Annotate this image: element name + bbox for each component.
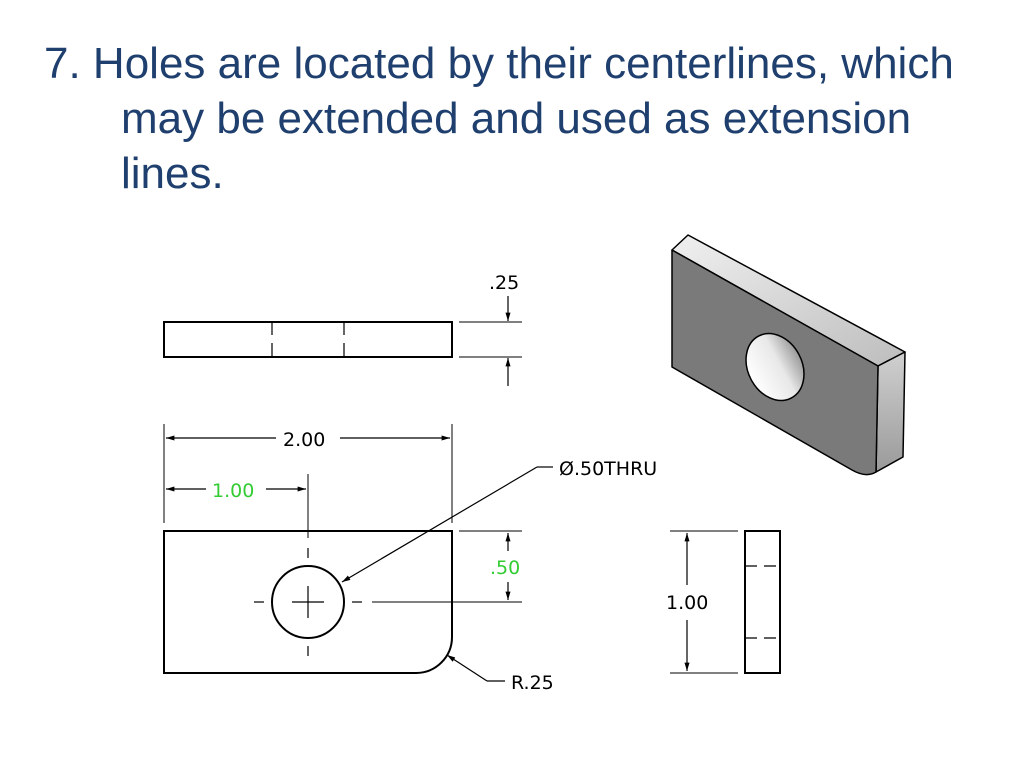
corner-radius-dimension: R.25 xyxy=(511,672,554,694)
hole-y-dimension-lines xyxy=(459,530,522,600)
radius-leader xyxy=(446,654,505,682)
iso-side-face xyxy=(875,351,906,473)
top-view xyxy=(163,296,522,386)
front-view xyxy=(163,474,522,674)
hole-circle xyxy=(271,565,345,639)
front-view-outline xyxy=(163,530,453,674)
hole-location-y-dimension: .50 xyxy=(490,557,520,579)
top-view-outline xyxy=(163,321,453,358)
thickness-dimension: .25 xyxy=(489,272,519,294)
side-view-outline xyxy=(744,530,781,674)
hole-leader-line xyxy=(341,466,538,583)
overall-height-dimension: 1.00 xyxy=(666,592,708,614)
isometric-view xyxy=(671,234,906,476)
title-line-1: 7. Holes are located by their centerline… xyxy=(44,39,954,88)
iso-hole xyxy=(745,332,805,402)
overall-length-dimension-lines xyxy=(163,424,453,523)
title-line-3: lines. xyxy=(121,149,224,198)
hole-location-x-dimension: 1.00 xyxy=(212,480,254,502)
radius-leader-line xyxy=(446,654,488,682)
hole-callout: Ø.50THRU xyxy=(559,458,657,480)
hole-x-dimension-lines xyxy=(163,474,306,523)
title-line-2: may be extended and used as extension xyxy=(121,94,912,143)
hole-callout-leader xyxy=(341,466,553,583)
slide-title: 7. Holes are located by their centerline… xyxy=(44,36,1004,201)
overall-length-dimension: 2.00 xyxy=(283,429,325,451)
side-view xyxy=(670,530,781,674)
